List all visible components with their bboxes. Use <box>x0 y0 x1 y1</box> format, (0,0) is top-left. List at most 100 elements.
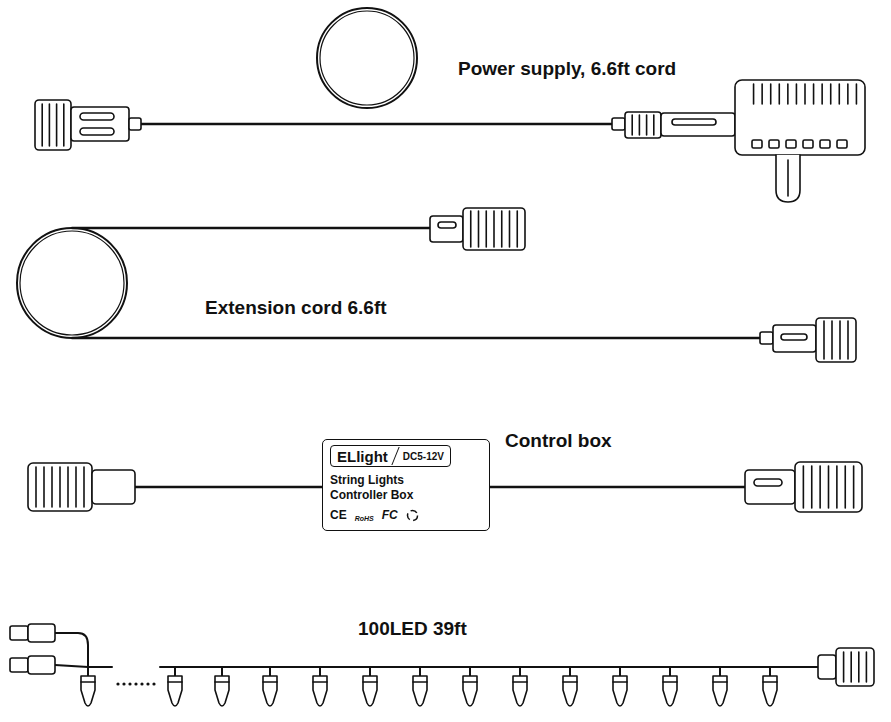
drawing-stroke <box>761 84 763 104</box>
drawing-stroke <box>10 626 28 640</box>
drawing-stroke <box>818 655 836 679</box>
drawing-stroke <box>369 667 371 676</box>
drawing-stroke <box>128 682 131 685</box>
drawing-stroke <box>10 658 28 672</box>
drawing-stroke <box>866 652 868 682</box>
drawing-stroke <box>263 676 277 706</box>
drawing-stroke <box>763 681 777 683</box>
drawing-stroke <box>804 84 806 104</box>
drawing-stroke <box>49 104 51 146</box>
drawing-stroke <box>55 665 88 667</box>
drawing-stroke <box>631 115 633 135</box>
drawing-stroke <box>319 667 321 676</box>
part-label: Power supply, 6.6ft cord <box>458 58 676 80</box>
drawing-stroke <box>71 107 129 141</box>
extension-cord <box>17 208 856 362</box>
drawing-stroke <box>819 466 821 508</box>
drawing-stroke <box>509 211 511 247</box>
drawing-stroke <box>80 113 114 120</box>
part-label: 100LED 39ft <box>358 618 467 640</box>
ribs <box>36 84 866 706</box>
drawing-stroke <box>67 467 69 507</box>
drawing-stroke <box>843 652 845 682</box>
drawing-stroke <box>122 682 125 685</box>
drawing-stroke <box>713 676 727 706</box>
drawing-stroke <box>787 160 789 196</box>
drawing-stroke <box>478 211 480 247</box>
drawing-stroke <box>828 466 830 508</box>
drawing-stroke <box>134 682 137 685</box>
drawing-stroke <box>152 682 155 685</box>
drawing-stroke <box>72 337 770 339</box>
drawing-stroke <box>485 211 487 247</box>
drawing-stroke <box>769 140 779 148</box>
drawing-stroke <box>43 467 45 507</box>
drawing-stroke <box>781 334 807 340</box>
drawing-stroke <box>493 211 495 247</box>
drawing-stroke <box>663 681 677 683</box>
drawing-stroke <box>763 676 777 706</box>
drawing-stroke <box>753 84 755 104</box>
certification-mark: FC <box>382 508 398 522</box>
drawing-stroke <box>803 140 813 148</box>
drawing-stroke <box>831 321 833 359</box>
drawing-stroke <box>513 676 527 706</box>
drawing-stroke <box>413 681 427 683</box>
drawing-stroke <box>713 681 727 683</box>
drawing-stroke <box>719 667 721 676</box>
recycle-symbol <box>406 509 419 522</box>
recycle-arc <box>407 511 417 521</box>
drawing-stroke <box>59 467 61 507</box>
drawing-stroke <box>816 318 856 362</box>
drawing-stroke <box>639 115 641 135</box>
drawing-stroke <box>363 676 377 706</box>
drawing-stroke <box>752 140 762 148</box>
drawing-stroke <box>221 667 223 676</box>
drawing-stroke <box>820 140 830 148</box>
drawing-stroke <box>317 8 417 108</box>
drawing-stroke <box>438 222 456 228</box>
drawing-stroke <box>813 84 815 104</box>
drawing-stroke <box>81 676 95 706</box>
drawing-stroke <box>735 80 865 155</box>
drawing-stroke <box>419 667 421 676</box>
drawing-stroke <box>413 676 427 706</box>
drawing-stroke <box>619 667 621 676</box>
drawing-stroke <box>844 466 846 508</box>
drawing-stroke <box>363 681 377 683</box>
drawing-stroke <box>72 227 432 229</box>
drawing-stroke <box>563 681 577 683</box>
drawing-stroke <box>75 467 77 507</box>
drawing-stroke <box>129 118 141 130</box>
drawing-stroke <box>745 470 795 504</box>
controller-box: ELlightDC5-12V String Lights Controller B… <box>322 439 490 531</box>
drawing-stroke <box>853 466 855 508</box>
drawing-stroke <box>470 211 472 247</box>
drawing-stroke <box>168 681 182 683</box>
drawing-stroke <box>773 325 816 352</box>
drawing-stroke <box>41 104 43 146</box>
drawing-stroke <box>796 84 798 104</box>
product-name: String Lights Controller Box <box>330 473 442 503</box>
drawing-stroke <box>55 633 88 667</box>
brand-badge: ELlightDC5-12V <box>330 445 451 467</box>
drawing-stroke <box>754 479 782 486</box>
drawing-stroke <box>28 624 55 642</box>
certification-mark: RoHS <box>355 515 374 522</box>
drawing-stroke <box>769 667 771 676</box>
drawing-stroke <box>669 667 671 676</box>
drawing-stroke <box>776 155 800 202</box>
drawing-stroke <box>821 84 823 104</box>
drawing-stroke <box>92 470 135 504</box>
certification-mark: CE <box>330 508 347 522</box>
drawing-stroke <box>87 667 89 676</box>
drawing-stroke <box>501 211 503 247</box>
drawing-stroke <box>613 676 627 706</box>
drawing-stroke <box>672 119 716 125</box>
drawing-stroke <box>778 84 780 104</box>
drawing-stroke <box>17 228 127 338</box>
drawing-stroke <box>569 667 571 676</box>
drawing-stroke <box>313 681 327 683</box>
